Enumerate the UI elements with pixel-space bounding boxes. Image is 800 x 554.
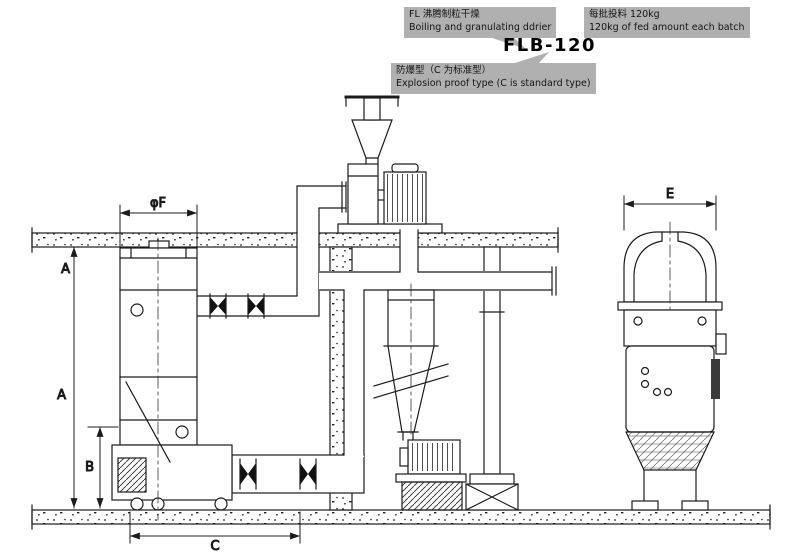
upper-floor-slab: [31, 227, 559, 253]
dimension-annotations: φF A A B C E: [57, 187, 717, 554]
callout-explosion-proof: 防爆型（C 为标准型） Explosion proof type (C is s…: [391, 63, 596, 94]
callout-batch-capacity-zh: 每批投料 120kg: [589, 9, 660, 20]
callout-product-type: FL 沸腾制粒干燥 Boiling and granulating ddrier: [404, 7, 557, 38]
callout-batch-capacity-en: 120kg of fed amount each batch: [589, 21, 745, 33]
dim-label-a-upper: A: [61, 262, 70, 277]
ground-slab: [31, 504, 771, 530]
callout-product-type-en: Boiling and granulating ddrier: [409, 21, 552, 33]
fluid-bed-dryer-front: [111, 237, 233, 521]
discharge-rotary-valve: [395, 431, 467, 511]
dim-label-e: E: [666, 187, 674, 202]
dim-label-b: B: [85, 460, 94, 475]
fan-motor-unit: [337, 95, 443, 234]
fan-outlet-pipe: [399, 229, 419, 274]
dim-label-c: C: [210, 539, 219, 554]
exhaust-riser-duct: [196, 181, 347, 317]
dim-label-a-lower: A: [57, 388, 66, 403]
callout-product-type-zh: FL 沸腾制粒干燥: [409, 9, 480, 20]
support-column: [465, 246, 519, 511]
pipe-flanges: [209, 293, 317, 490]
wall-downcomer-duct: [343, 288, 365, 457]
callout-explosion-proof-en: Explosion proof type (C is standard type…: [396, 77, 591, 89]
callout-pointer-tails: [486, 36, 549, 64]
dryer-side-view: [617, 221, 727, 511]
callout-explosion-proof-zh: 防爆型（C 为标准型）: [396, 65, 492, 76]
callout-batch-capacity: 每批投料 120kg 120kg of fed amount each batc…: [584, 7, 750, 38]
cyclone-separator: [373, 283, 449, 439]
dim-label-phi-f: φF: [150, 196, 166, 211]
model-number: FLB-120: [503, 35, 597, 56]
